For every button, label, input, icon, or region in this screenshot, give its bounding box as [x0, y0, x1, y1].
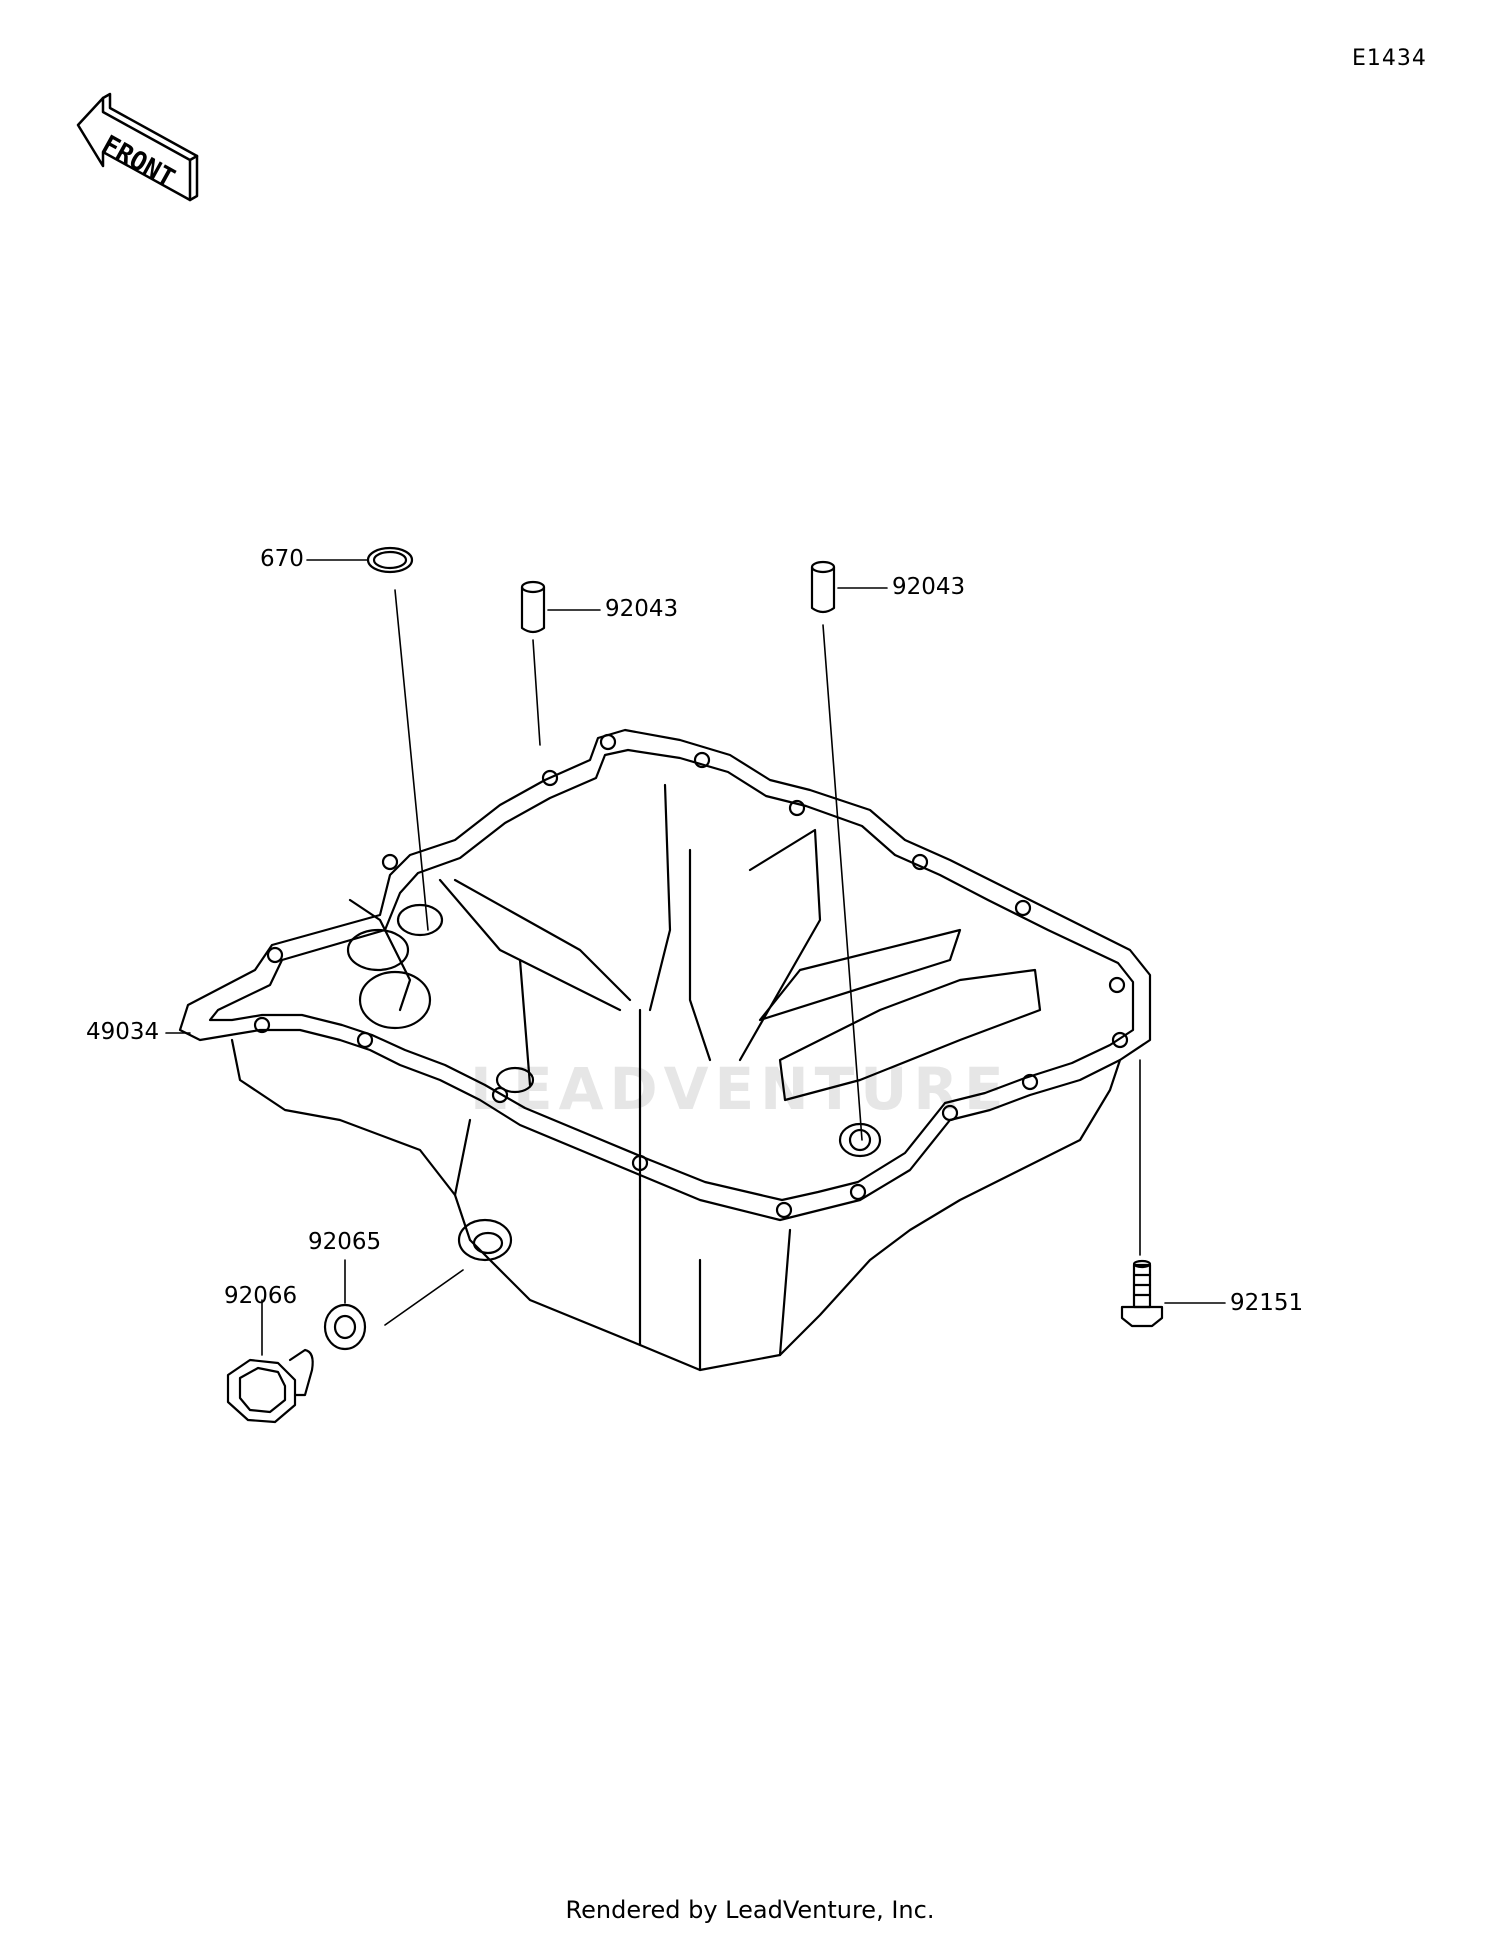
drain-plug — [226, 1348, 314, 1424]
part-label-49034: 49034 — [86, 1019, 160, 1045]
bolt — [1120, 1259, 1164, 1328]
front-arrow-icon: FRONT — [76, 92, 199, 202]
washer — [323, 1303, 367, 1351]
watermark: LEADVENTURE — [470, 1055, 1010, 1123]
part-label-92151: 92151 — [1230, 1290, 1304, 1316]
o-ring — [366, 546, 414, 574]
dowel-pin-right — [810, 560, 836, 614]
part-label-670: 670 — [260, 546, 304, 572]
part-label-92043-left: 92043 — [605, 596, 679, 622]
part-label-92043-right: 92043 — [892, 574, 966, 600]
footer-credit: Rendered by LeadVenture, Inc. — [565, 1896, 935, 1924]
dowel-pin-left — [520, 580, 546, 634]
diagram-code: E1434 — [1352, 46, 1427, 71]
part-label-92066: 92066 — [224, 1283, 298, 1309]
part-label-92065: 92065 — [308, 1229, 382, 1255]
leader-lines — [165, 559, 1226, 1356]
oil-pan — [178, 728, 1152, 1372]
